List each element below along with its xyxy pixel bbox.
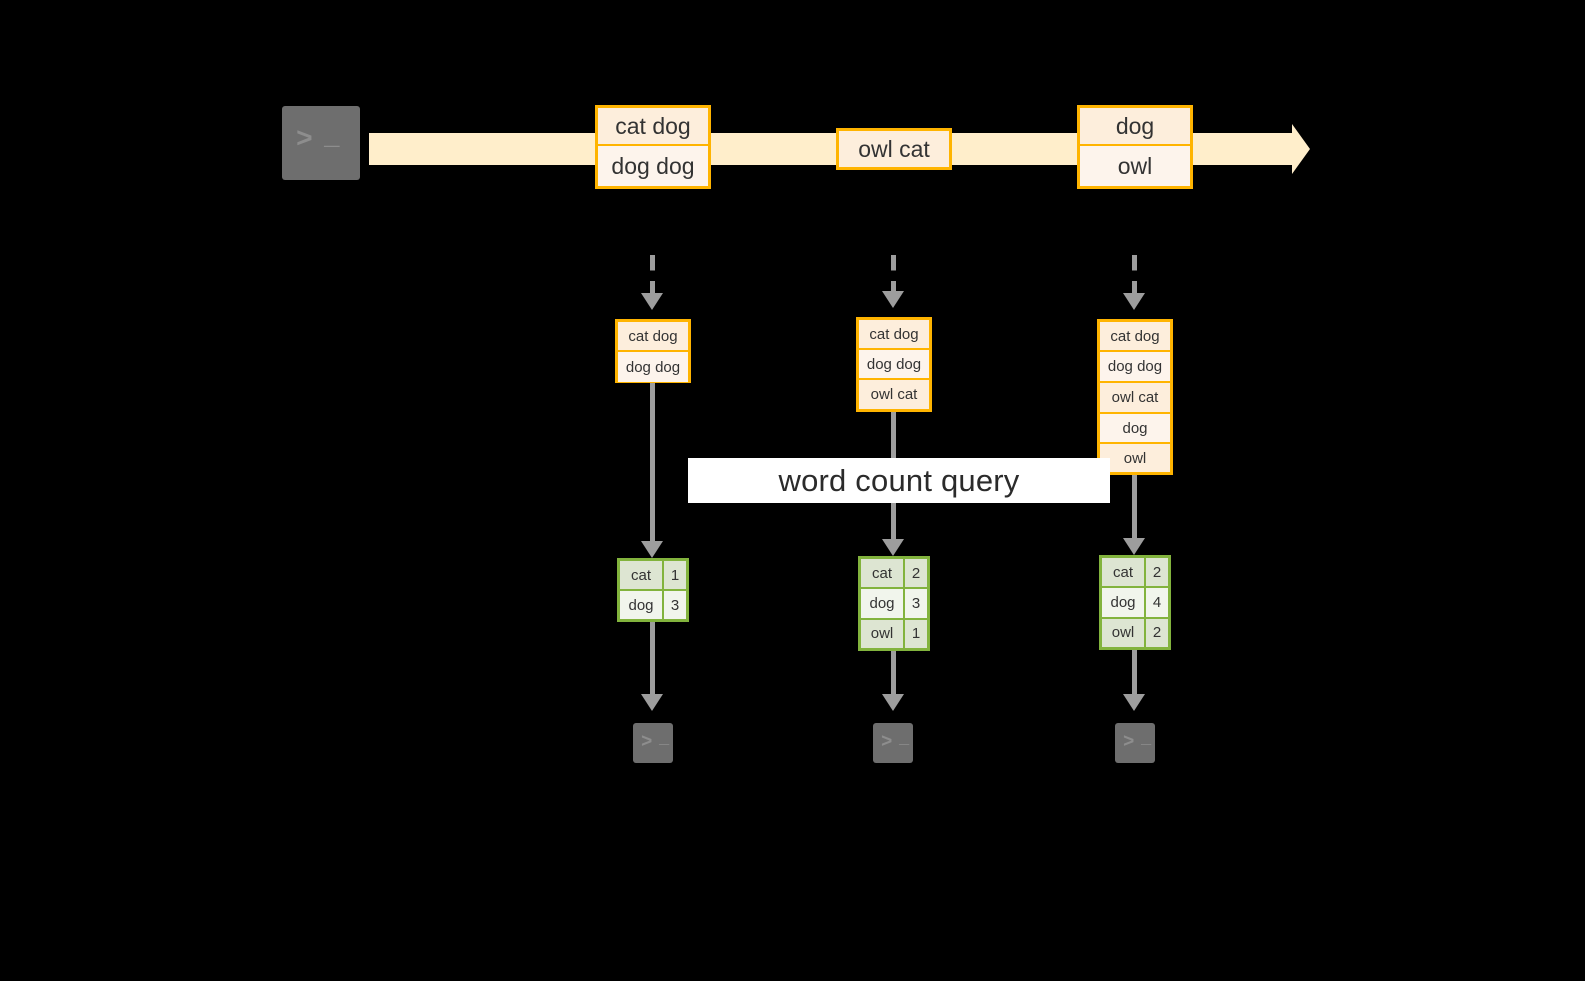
column-3-result-count-2: 4 [1146, 588, 1168, 617]
column-3-result-word-1: cat [1102, 558, 1146, 587]
column-1-query-arrowhead [641, 541, 663, 558]
terminal-screen [633, 723, 673, 763]
column-3-tap-line [1132, 255, 1137, 297]
column-2-tap-line [891, 255, 896, 297]
table-row: owl 1 [861, 619, 927, 648]
column-2-event-3: owl cat [859, 380, 929, 409]
column-1-tap-line [650, 255, 655, 297]
column-1-sink-terminal-icon: > _ [624, 714, 682, 772]
terminal-prompt-glyph: > [881, 731, 893, 753]
table-row: cat 2 [1102, 558, 1168, 589]
source-terminal-icon: > _ [273, 97, 369, 189]
column-2-result-word-3: owl [861, 619, 905, 648]
column-3-event-1: cat dog [1100, 322, 1170, 352]
column-3-event-4: dog [1100, 414, 1170, 444]
column-1-result-word-1: cat [620, 561, 664, 589]
column-3-event-5: owl [1100, 444, 1170, 472]
column-1-result-count-1: 1 [664, 561, 686, 589]
column-2-result-count-3: 1 [905, 619, 927, 648]
column-1-event-1: cat dog [618, 322, 688, 352]
terminal-cursor-glyph: _ [1141, 730, 1152, 749]
terminal-screen [873, 723, 913, 763]
column-2-event-1: cat dog [859, 320, 929, 350]
column-1-result-table: cat 1 dog 3 [617, 558, 689, 622]
terminal-prompt-glyph: > [641, 731, 653, 753]
column-3-result-word-2: dog [1102, 588, 1146, 617]
table-row: cat 2 [861, 559, 927, 590]
column-2-result-table: cat 2 dog 3 owl 1 [858, 556, 930, 651]
column-1-sink-line [650, 622, 655, 700]
column-3-event-3: owl cat [1100, 383, 1170, 414]
column-1-result-count-2: 3 [664, 591, 686, 619]
query-label: word count query [778, 462, 1020, 498]
column-3-event-2: dog dog [1100, 352, 1170, 383]
column-1-query-line [650, 383, 655, 547]
column-3-accumulated-events: cat dog dog dog owl cat dog owl [1097, 319, 1173, 475]
column-3-query-arrowhead [1123, 538, 1145, 555]
column-1-tap-arrowhead [641, 293, 663, 310]
event-stream-arrowhead [1292, 124, 1310, 174]
stream-batch-3-line-2: owl [1080, 146, 1190, 186]
terminal-screen [1115, 723, 1155, 763]
terminal-prompt-glyph: > [296, 125, 313, 156]
column-3-result-word-3: owl [1102, 618, 1146, 647]
column-3-tap-arrowhead [1123, 293, 1145, 310]
table-row: owl 2 [1102, 618, 1168, 647]
stream-batch-1: cat dog dog dog [595, 105, 711, 189]
column-2-result-count-1: 2 [905, 559, 927, 588]
stream-batch-1-line-2: dog dog [598, 146, 708, 186]
column-2-accumulated-events: cat dog dog dog owl cat [856, 317, 932, 412]
table-row: cat 1 [620, 561, 686, 591]
column-2-sink-line [891, 651, 896, 700]
column-2-event-2: dog dog [859, 350, 929, 380]
column-3-sink-terminal-icon: > _ [1106, 714, 1164, 772]
column-2-result-count-2: 3 [905, 589, 927, 618]
column-3-sink-line [1132, 650, 1137, 700]
column-3-result-count-1: 2 [1146, 558, 1168, 587]
column-2-tap-arrowhead [882, 291, 904, 308]
stream-batch-1-line-1: cat dog [598, 108, 708, 146]
column-1-result-word-2: dog [620, 591, 664, 619]
column-1-event-2: dog dog [618, 352, 688, 382]
column-2-result-word-2: dog [861, 589, 905, 618]
column-2-sink-arrowhead [882, 694, 904, 711]
table-row: dog 3 [861, 589, 927, 620]
stream-batch-2: owl cat [836, 128, 952, 170]
query-label-band: word count query [688, 458, 1110, 503]
table-row: dog 4 [1102, 588, 1168, 619]
column-3-sink-arrowhead [1123, 694, 1145, 711]
terminal-cursor-glyph: _ [324, 122, 340, 152]
terminal-screen [282, 106, 360, 180]
stream-batch-2-line-1: owl cat [839, 131, 949, 167]
table-row: dog 3 [620, 591, 686, 619]
column-1-sink-arrowhead [641, 694, 663, 711]
terminal-cursor-glyph: _ [899, 730, 910, 749]
column-1-accumulated-events: cat dog dog dog [615, 319, 691, 383]
terminal-cursor-glyph: _ [659, 730, 670, 749]
column-3-result-table: cat 2 dog 4 owl 2 [1099, 555, 1171, 650]
stream-batch-3-line-1: dog [1080, 108, 1190, 146]
column-3-query-line [1132, 475, 1137, 545]
column-2-sink-terminal-icon: > _ [864, 714, 922, 772]
column-2-query-arrowhead [882, 539, 904, 556]
terminal-prompt-glyph: > [1123, 731, 1135, 753]
stream-batch-3: dog owl [1077, 105, 1193, 189]
column-2-result-word-1: cat [861, 559, 905, 588]
column-3-result-count-3: 2 [1146, 618, 1168, 647]
